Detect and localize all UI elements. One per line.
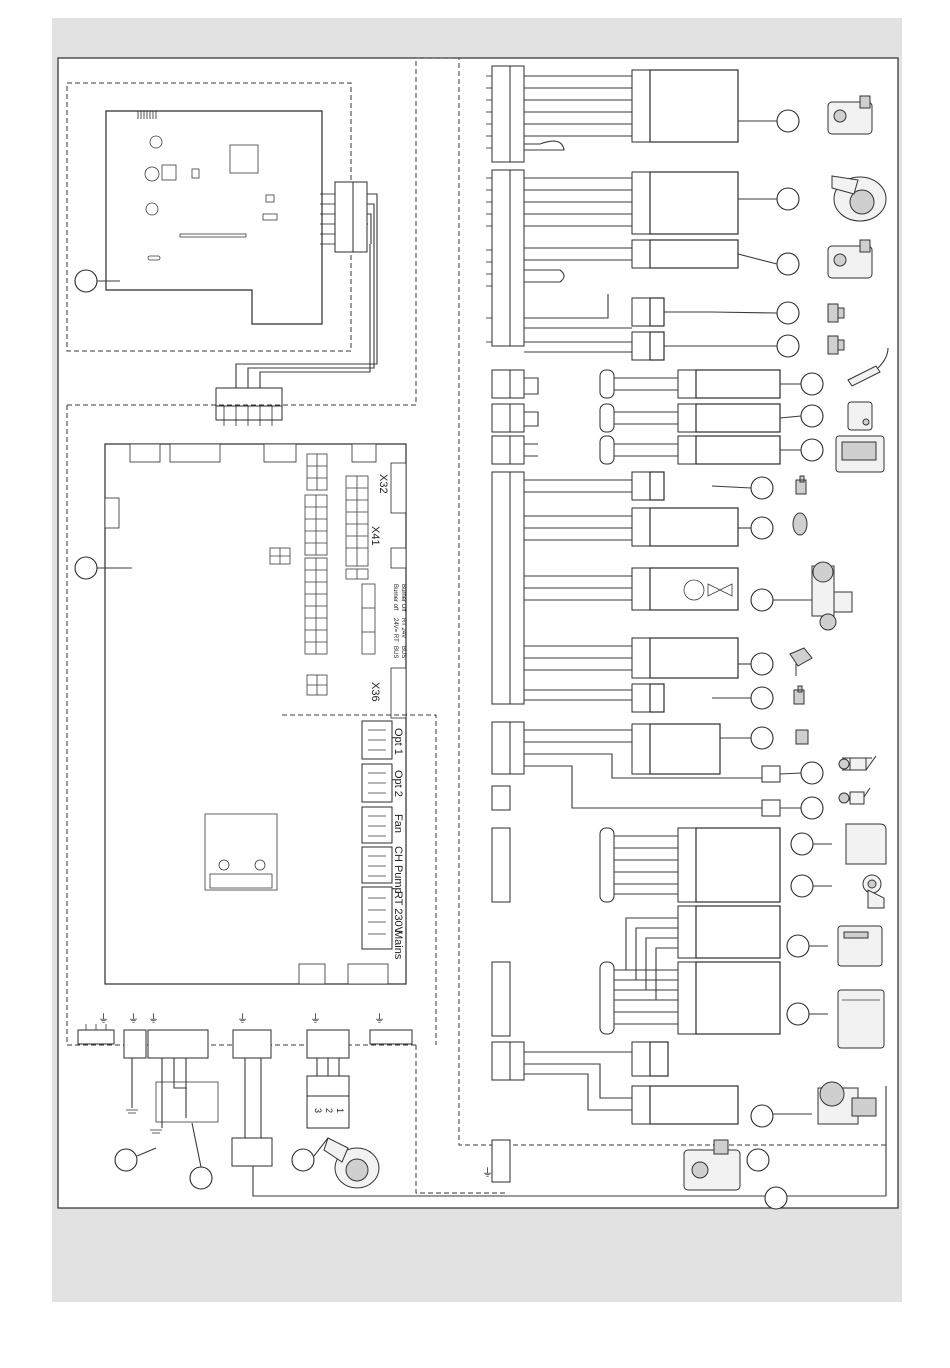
callout-switch <box>190 1167 212 1189</box>
label-x41: X41 <box>369 526 381 546</box>
label-burner-off-short: Burner off <box>392 584 398 611</box>
svg-text:⏚: ⏚ <box>374 1012 385 1025</box>
svg-text:⏚: ⏚ <box>482 1166 493 1179</box>
ribbon-connector <box>216 388 282 426</box>
programmer-icon <box>838 926 882 966</box>
temperature-sensor-icon <box>796 730 808 744</box>
label-fan: Fan <box>392 814 404 833</box>
programmer-icon <box>838 990 884 1048</box>
label-opt1: Opt 1 <box>392 728 404 755</box>
wiring-diagram: X32 X41 X36 Burner Off Burner off RT 24V… <box>52 18 902 1302</box>
label-24v-rt: 24V= RT <box>392 618 398 642</box>
pin-2: 2 <box>324 1108 334 1113</box>
main-control-pcb <box>105 444 406 984</box>
wiring-diagram-page: X32 X41 X36 Burner Off Burner off RT 24V… <box>52 18 902 1302</box>
label-bus-short: BUS <box>392 646 398 658</box>
callout-pump <box>292 1149 314 1171</box>
label-x32: X32 <box>377 474 389 494</box>
label-opt2: Opt 2 <box>392 770 404 797</box>
pin-3: 3 <box>313 1108 323 1113</box>
label-bus: BUS <box>400 646 406 658</box>
svg-text:⏚: ⏚ <box>148 1012 159 1025</box>
gas-valve-icon <box>828 96 872 134</box>
svg-text:⏚: ⏚ <box>310 1012 321 1025</box>
label-x36: X36 <box>369 682 381 702</box>
svg-text:⏚: ⏚ <box>128 1012 139 1025</box>
svg-text:⏚: ⏚ <box>237 1012 248 1025</box>
mains-connector-block <box>362 721 392 949</box>
callout-display-board <box>75 270 97 292</box>
label-ch-pump: CH Pump <box>392 846 404 894</box>
label-rt-24v: RT 24V <box>400 618 406 638</box>
callout-mains-supply <box>115 1149 137 1171</box>
svg-text:⏚: ⏚ <box>98 1012 109 1025</box>
programmer-icon <box>846 824 886 864</box>
label-burner-off: Burner Off <box>400 584 406 612</box>
callout-control-board <box>75 557 97 579</box>
room-thermostat-icon <box>848 402 872 430</box>
temperature-sensor-icon <box>793 513 807 535</box>
programmer-icon <box>836 436 884 472</box>
label-rt-230v: RT 230V <box>392 891 404 935</box>
label-mains: Mains <box>392 930 404 960</box>
gas-valve-icon <box>828 240 872 278</box>
pin-1: 1 <box>335 1108 345 1113</box>
